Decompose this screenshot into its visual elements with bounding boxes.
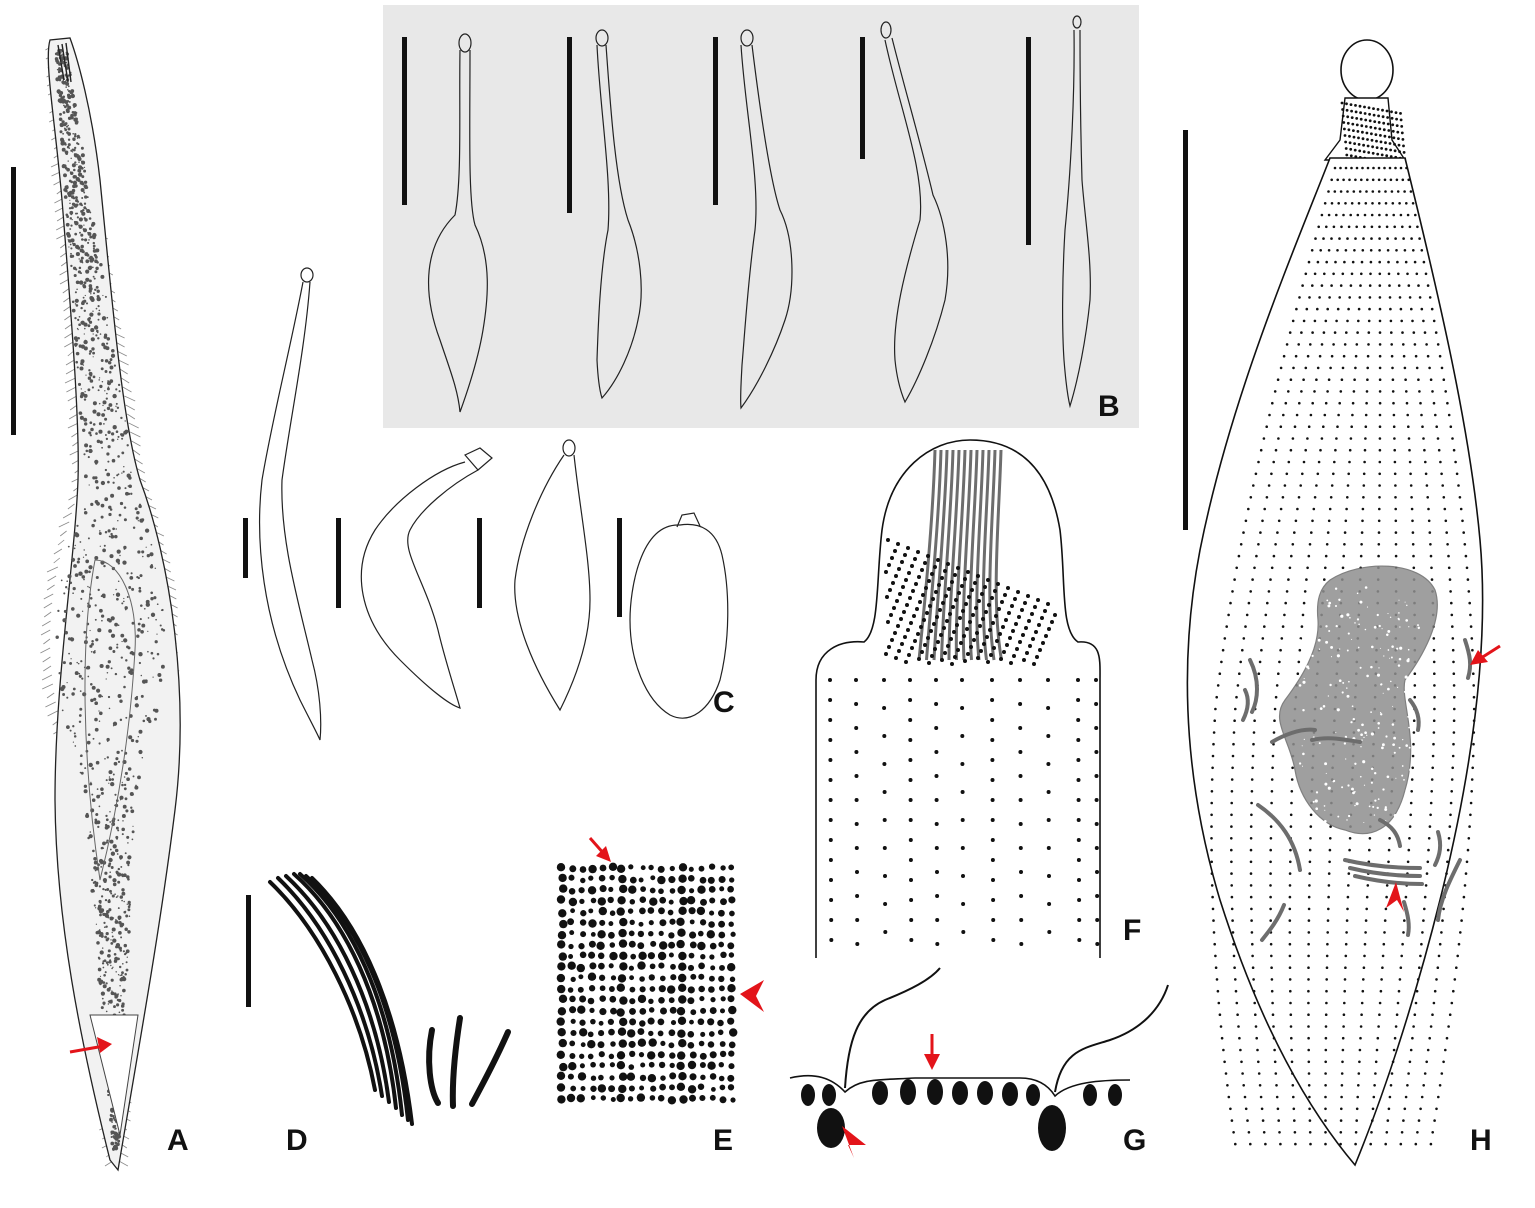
panel-b-scale-bar (860, 37, 865, 159)
panel-f: F (815, 439, 1141, 958)
panel-f-dorsal-dots (828, 538, 1100, 946)
panel-a: A (11, 37, 189, 1172)
panel-label-d: D (286, 1124, 308, 1157)
panel-c-scale-bar (617, 518, 622, 617)
panel-d-extrusomes (268, 872, 414, 1126)
panel-f-outline (815, 439, 1101, 958)
red-arrow-icon (924, 1034, 940, 1070)
panel-b-scale-bar (713, 37, 718, 205)
panel-c-cell (629, 512, 729, 719)
panel-g-cilium (844, 967, 941, 1089)
panel-label-c: C (713, 686, 735, 719)
panel-e: E (556, 837, 764, 1157)
red-arrow-icon (1470, 644, 1501, 665)
panel-c-cell (259, 267, 322, 741)
panel-c: C (243, 267, 735, 741)
panel-c-scale-bar (243, 518, 248, 578)
panel-h: H (1183, 39, 1501, 1167)
panel-d: D (246, 872, 511, 1157)
panel-h-extrusomes (1241, 638, 1473, 942)
panel-b-scale-bar (567, 37, 572, 213)
panel-f-oral-cilia (917, 449, 1003, 661)
panel-label-b: B (1098, 390, 1120, 423)
panel-d-short-extrusomes (426, 1015, 511, 1109)
panel-b-scale-bar (402, 37, 407, 205)
panel-label-f: F (1123, 914, 1141, 947)
red-arrow-icon (69, 1037, 112, 1054)
panel-d-scale-bar (246, 895, 251, 1007)
panel-h-macronucleus-texture (1298, 584, 1430, 823)
panel-b-scale-bar (1026, 37, 1031, 245)
panel-label-g: G (1123, 1124, 1146, 1157)
panel-g-pellicle-line (789, 1074, 1131, 1098)
panel-a-pharyngeal-basket (57, 42, 72, 83)
red-arrowhead-icon (740, 980, 764, 1012)
panel-b: B (383, 5, 1139, 428)
panel-label-a: A (167, 1124, 189, 1157)
panel-c-scale-bar (477, 518, 482, 608)
panel-b-cell (880, 21, 949, 404)
panel-a-scale-bar (11, 167, 16, 435)
red-arrow-icon (588, 837, 611, 862)
panel-g-cortical-granules (801, 1079, 1122, 1151)
panel-h-scale-bar (1183, 130, 1188, 530)
red-arrowhead-icon (1386, 882, 1404, 912)
panel-b-cell (1062, 15, 1091, 409)
panel-c-cell (360, 447, 493, 709)
panel-g-cilium (1054, 984, 1169, 1093)
panel-c-cell (514, 439, 591, 712)
panel-a-macronucleus-outline (84, 559, 136, 881)
panel-h-oral-dome (1340, 39, 1394, 101)
panel-label-h: H (1470, 1124, 1492, 1157)
panel-b-cell (428, 33, 488, 413)
panel-g: G (789, 967, 1169, 1158)
panel-b-cell (595, 29, 642, 400)
panel-b-background (383, 5, 1139, 428)
panel-e-dot-field (556, 862, 738, 1105)
panel-a-cell-outline (47, 37, 181, 1172)
panel-a-stipple (54, 48, 166, 1151)
panel-c-scale-bar (336, 518, 341, 608)
red-arrowhead-icon (842, 1126, 866, 1158)
panel-b-cell (739, 29, 793, 410)
panel-label-e: E (713, 1124, 733, 1157)
